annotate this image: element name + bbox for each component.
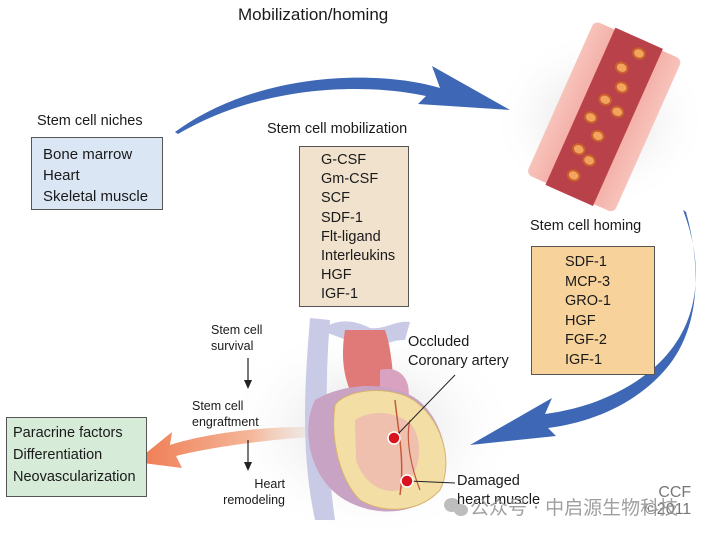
- mobilization-item: Gm-CSF: [321, 171, 379, 188]
- effect-item: Differentiation: [13, 447, 103, 463]
- effect-item: Paracrine factors: [13, 425, 123, 441]
- homing-box: SDF-1 MCP-3 GRO-1 HGF FGF-2 IGF-1: [531, 246, 655, 375]
- niche-item: Heart: [43, 167, 80, 184]
- survival-to-engraftment-arrow: [244, 358, 252, 389]
- niches-box: Bone marrow Heart Skeletal muscle: [31, 137, 163, 210]
- step-survival: Stem cell survival: [211, 323, 263, 353]
- diagram-title: Mobilization/homing: [238, 5, 389, 24]
- mobilization-heading: Stem cell mobilization: [267, 121, 408, 137]
- homing-item: MCP-3: [565, 273, 611, 290]
- mobilization-box: G-CSF Gm-CSF SCF SDF-1 Flt-ligand Interl…: [299, 146, 409, 307]
- mobilization-item: SDF-1: [321, 209, 363, 226]
- effects-box: Paracrine factors Differentiation Neovas…: [6, 417, 147, 497]
- niche-item: Bone marrow: [43, 146, 133, 163]
- niche-item: Skeletal muscle: [43, 188, 149, 205]
- damaged-pointer-line: [408, 480, 456, 484]
- occluded-pointer-line: [394, 374, 456, 438]
- blood-vessel-illustration: [528, 22, 681, 212]
- occluded-marker: [387, 431, 401, 445]
- occluded-artery-label: Occluded Coronary artery: [408, 334, 509, 369]
- homing-item: HGF: [565, 312, 596, 329]
- mobilization-item: SCF: [321, 190, 350, 207]
- homing-item: IGF-1: [565, 351, 603, 368]
- mobilization-item: IGF-1: [321, 286, 359, 303]
- step-engraftment: Stem cell engraftment: [192, 399, 259, 429]
- homing-item: GRO-1: [565, 293, 611, 309]
- mobilization-item: Flt-ligand: [321, 228, 381, 245]
- mobilization-item: G-CSF: [321, 152, 367, 168]
- engraftment-to-remodeling-arrow: [244, 440, 252, 471]
- heart-illustration: [305, 318, 447, 520]
- mobilization-arrow: [175, 66, 510, 134]
- damaged-muscle-label: Damaged heart muscle: [457, 473, 541, 508]
- effect-item: Neovascularization: [13, 469, 136, 485]
- mobilization-item: Interleukins: [321, 248, 396, 265]
- wechat-icon: [444, 498, 468, 516]
- homing-item: FGF-2: [565, 332, 607, 348]
- niches-heading: Stem cell niches: [37, 113, 143, 129]
- homing-item: SDF-1: [565, 254, 607, 270]
- homing-heading: Stem cell homing: [530, 218, 642, 234]
- engraftment-arrow: [135, 426, 330, 468]
- copyright-label: CCF ©2011: [645, 484, 692, 518]
- watermark-text: 公众号 · 中启源生物科技: [470, 497, 679, 519]
- damaged-marker: [400, 474, 414, 488]
- mobilization-item: HGF: [321, 267, 352, 284]
- step-remodeling: Heart remodeling: [223, 477, 285, 507]
- homing-arrow: [470, 210, 696, 445]
